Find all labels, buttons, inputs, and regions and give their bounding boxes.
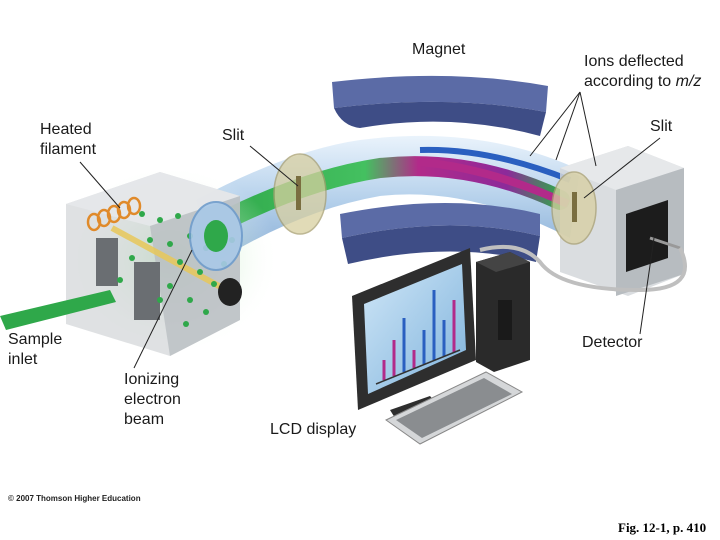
leader-lines xyxy=(79,91,661,369)
heated-filament-coil xyxy=(86,196,142,232)
tube-entrance xyxy=(189,201,243,271)
slit-right-label: Slit xyxy=(650,118,673,135)
ionizing-beam-label: Ionizing electron beam xyxy=(124,370,181,430)
slit-left-label: Slit xyxy=(222,127,245,144)
ionizing-beam-line1: Ionizing xyxy=(124,371,180,388)
electron-beam xyxy=(110,225,242,306)
detector-label: Detector xyxy=(582,334,643,351)
keyboard xyxy=(385,371,524,445)
figure-reference: Fig. 12-1, p. 410 xyxy=(618,520,707,535)
sample-inlet-beam xyxy=(0,290,116,330)
sample-inlet-line2: inlet xyxy=(8,351,38,368)
ions-deflected-label: Ions deflected according to m/z xyxy=(584,52,701,92)
ion-beams xyxy=(196,146,572,240)
ions-deflected-line2-prefix: according to xyxy=(584,73,676,90)
ions-deflected-line2: according to m/z xyxy=(584,72,701,92)
slit-left-disc xyxy=(273,153,327,235)
spectrum-bars xyxy=(375,290,461,385)
magnet-label: Magnet xyxy=(412,41,466,58)
slit-right-disc xyxy=(551,171,597,245)
detector-cable xyxy=(479,244,687,293)
ions-deflected-mz: m/z xyxy=(675,73,702,90)
heated-filament-line2: filament xyxy=(40,141,97,158)
ionizing-beam-line3: beam xyxy=(124,411,165,428)
ionizing-beam-line2: electron xyxy=(124,391,181,408)
heated-filament-label: Heated filament xyxy=(40,120,96,160)
magnet-lower-pole xyxy=(340,203,540,264)
magnet-upper-pole xyxy=(332,75,548,136)
copyright-notice: © 2007 Thomson Higher Education xyxy=(8,494,141,503)
computer-tower xyxy=(476,252,530,372)
sample-inlet-label: Sample inlet xyxy=(8,330,62,370)
lcd-display-label: LCD display xyxy=(270,421,357,438)
heated-filament-line1: Heated xyxy=(40,121,92,138)
sample-inlet-line1: Sample xyxy=(8,331,63,348)
ions-deflected-line1: Ions deflected xyxy=(584,53,684,70)
